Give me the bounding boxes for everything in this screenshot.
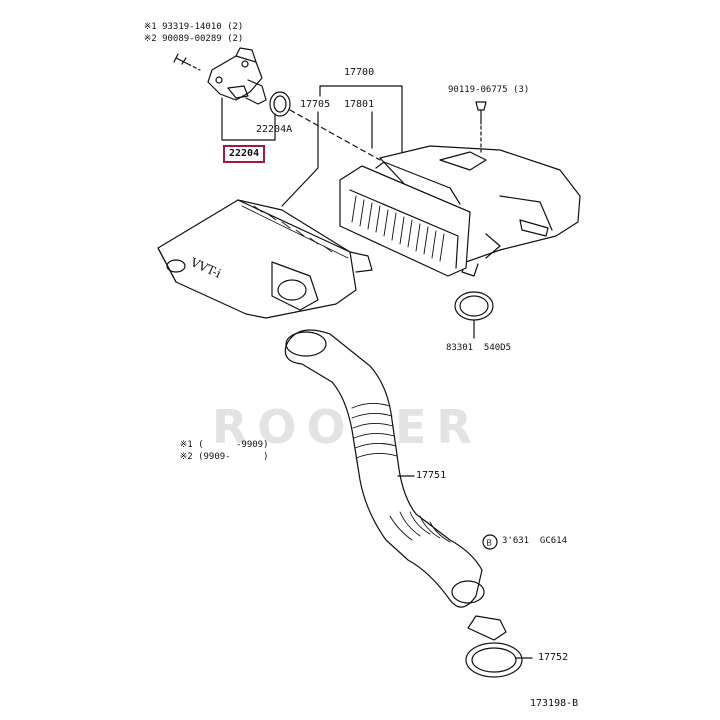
assembly-bracket xyxy=(281,85,403,207)
clamp-bolt-mark: B xyxy=(487,539,492,548)
label-element: 17801 xyxy=(344,99,375,110)
air-cleaner-cap xyxy=(157,199,373,319)
watermark: ROOLER xyxy=(212,400,482,454)
highlighted-part-number[interactable]: 22204 xyxy=(223,145,266,163)
label-air-cleaner-assy: 17700 xyxy=(344,67,375,78)
sensor-screws xyxy=(173,53,201,71)
date-note-2: ※2 (9909- ) xyxy=(179,452,269,462)
sensor-gasket xyxy=(269,91,381,161)
air-flow-sensor xyxy=(207,47,276,141)
clip-bolt xyxy=(475,101,487,153)
label-clip-bolt: 90119-06775 (3) xyxy=(448,85,530,95)
gasket-ring xyxy=(454,291,494,339)
note-1: ※1 93319-14010 (2) xyxy=(143,22,244,32)
hose-clamp xyxy=(465,615,533,678)
hose-clamp-bolt xyxy=(482,534,498,550)
label-hose: 17751 xyxy=(416,470,447,481)
filter-element xyxy=(339,161,471,277)
label-clamp: 17752 xyxy=(538,652,569,663)
label-cap: 17705 xyxy=(300,99,331,110)
note-2: ※2 90089-00289 (2) xyxy=(143,34,244,44)
label-sensor-gasket: 22204A xyxy=(256,124,293,135)
intake-hose xyxy=(284,329,485,608)
label-gasket-ring: 83301 540D5 xyxy=(446,343,512,353)
figure-number: 173198-B xyxy=(530,698,579,709)
label-clamp-bolt: 3'631 GC614 xyxy=(502,536,568,546)
date-note-1: ※1 ( -9909) xyxy=(179,440,269,450)
